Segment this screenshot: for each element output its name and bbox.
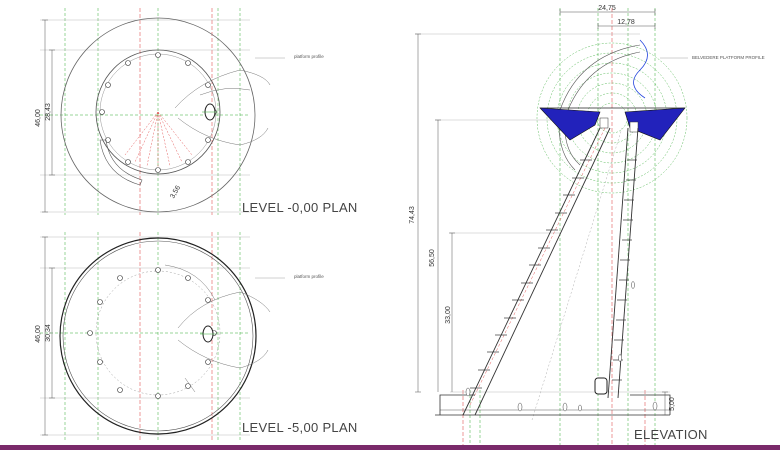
dim-elev-low: 33,00 xyxy=(445,306,452,324)
plan0-ramp xyxy=(99,139,143,186)
elevation: 74,43 56,50 33,00 5,00 24,75 12,78 BELVE… xyxy=(409,5,765,445)
title-elevation: ELEVATION xyxy=(634,427,708,442)
plan5-platform-profile xyxy=(164,264,271,393)
plan0-platform-profile xyxy=(174,69,271,146)
label-platform-profile-1: platform profile xyxy=(294,54,324,59)
dim-plan0-inner: 28,43 xyxy=(45,103,52,121)
plan5-construction-red xyxy=(139,232,213,440)
plan0-dimensions xyxy=(42,19,55,213)
plan-level-5: platform profile 46,00 30,34 LEVEL -5,00… xyxy=(35,232,358,440)
label-belvedere-platform-profile: BELVEDERE PLATFORM PROFILE xyxy=(692,55,765,60)
dim-plan0-small: 3,56 xyxy=(169,185,182,200)
plan5-outer-wall xyxy=(59,237,257,435)
elev-construction-green xyxy=(469,8,656,445)
elev-platform-left-wing xyxy=(539,107,601,141)
plan5-guides xyxy=(40,236,250,436)
elev-figures xyxy=(465,281,658,412)
title-plan-level-5: LEVEL -5,00 PLAN xyxy=(242,420,358,435)
plan0-guides xyxy=(40,19,250,213)
elev-cabin xyxy=(594,377,608,395)
dim-elev-top-wide: 24,75 xyxy=(598,5,616,12)
plan0-outer-ring xyxy=(60,17,256,213)
dim-elev-total: 74,43 xyxy=(409,206,416,224)
elev-mast xyxy=(462,127,639,416)
title-plan-level-0: LEVEL -0,00 PLAN xyxy=(242,200,358,215)
dim-elev-mid: 56,50 xyxy=(429,249,436,267)
plan5-dimensions xyxy=(42,236,55,436)
plan5-columns xyxy=(87,267,217,399)
dim-plan0-outer: 46,00 xyxy=(35,109,42,127)
elev-steps-left xyxy=(470,159,592,389)
elev-helix xyxy=(633,39,648,99)
plan0-column-ring xyxy=(95,49,221,175)
label-platform-profile-2: platform profile xyxy=(294,274,324,279)
dim-plan5-inner: 30,34 xyxy=(45,324,52,342)
plan5-outer-wall-inner xyxy=(62,240,254,432)
dim-plan5-outer: 46,00 xyxy=(35,325,42,343)
elev-base xyxy=(435,394,671,416)
dim-elev-top-narrow: 12,78 xyxy=(617,19,635,26)
bottom-accent-bar xyxy=(0,445,780,450)
plan0-stair-fan xyxy=(124,111,193,168)
plan0-construction-red xyxy=(139,8,213,215)
plan5-construction-green xyxy=(40,232,250,440)
plan-level-0: platform profile 46,00 28,43 3,56 LEVEL … xyxy=(35,8,358,215)
elev-construction-red xyxy=(462,8,646,445)
elev-dimensions xyxy=(415,9,668,416)
elev-platform-right-wing xyxy=(624,107,686,141)
elev-guides xyxy=(415,33,670,393)
dim-elev-base: 5,00 xyxy=(669,397,676,411)
